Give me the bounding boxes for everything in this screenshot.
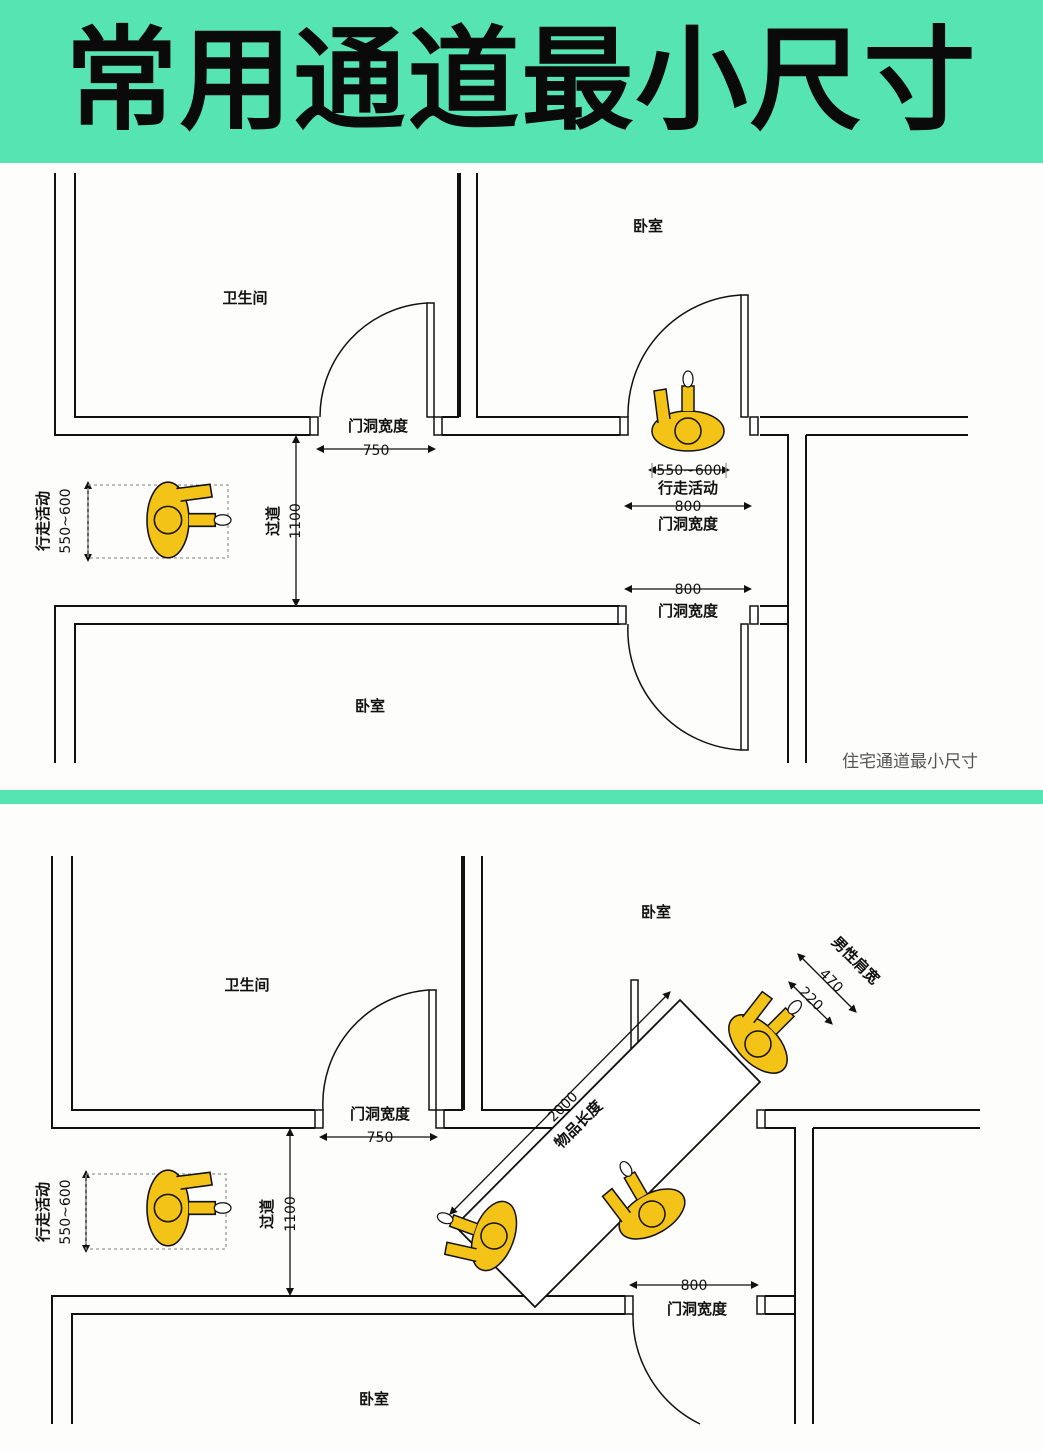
door-width-value-3: 800 <box>675 582 702 598</box>
door-width-value-2: 800 <box>675 499 702 515</box>
floor-plan-1: 卫生间 卧室 卧室 门洞宽度 750 过道 1100 行走活动 550~600 … <box>34 173 978 772</box>
room-label-bedroom-bottom: 卧室 <box>359 1390 389 1408</box>
walk-value: 550~600 <box>58 488 74 553</box>
person-walking-corridor <box>146 1169 232 1247</box>
corridor-label: 过道 <box>264 506 282 536</box>
room-label-bedroom-top: 卧室 <box>633 217 663 235</box>
room-label-bedroom-bottom: 卧室 <box>355 697 385 715</box>
door-width-value-1: 750 <box>367 1130 394 1146</box>
room-label-bedroom-top: 卧室 <box>641 903 671 921</box>
caption: 住宅通道最小尺寸 <box>842 752 978 772</box>
walk-value: 550~600 <box>58 1179 74 1244</box>
shoulder-value: 470 <box>816 966 846 996</box>
door-width-value-2: 800 <box>681 1278 708 1294</box>
dimensions <box>82 953 857 1296</box>
corridor-label: 过道 <box>258 1199 276 1229</box>
door-width-label-2: 门洞宽度 <box>658 515 719 533</box>
corridor-value: 1100 <box>288 503 304 539</box>
title-banner: 常用通道最小尺寸 <box>0 0 1043 163</box>
room-label-bathroom: 卫生间 <box>224 976 269 994</box>
door-width-label-1: 门洞宽度 <box>348 417 409 435</box>
door-bedroom-bottom <box>624 1295 766 1425</box>
section-divider <box>0 790 1043 804</box>
door-bathroom <box>309 302 443 436</box>
door-width-label-3: 门洞宽度 <box>658 602 719 620</box>
room-label-bathroom: 卫生间 <box>222 289 267 307</box>
page-title: 常用通道最小尺寸 <box>65 16 978 146</box>
walk-label: 行走活动 <box>34 1182 52 1243</box>
person-walking-corridor <box>146 481 232 559</box>
walk-label: 行走活动 <box>34 491 52 552</box>
door-width-label-1: 门洞宽度 <box>350 1105 411 1123</box>
walk-label-2: 行走活动 <box>657 479 718 497</box>
walls <box>54 173 968 763</box>
person-at-door <box>651 370 725 452</box>
depth-value: 220 <box>796 984 826 1014</box>
door-width-label-2: 门洞宽度 <box>667 1300 728 1318</box>
door-bedroom-top <box>619 294 759 436</box>
door-width-value-1: 750 <box>363 443 390 459</box>
walk-value-2: 550~600 <box>656 463 721 479</box>
corridor-value: 1100 <box>283 1196 299 1232</box>
floor-plan-2: 卫生间 卧室 卧室 门洞宽度 750 过道 1100 行走活动 550~600 … <box>34 856 980 1425</box>
door-bedroom-bottom <box>617 605 759 751</box>
door-bathroom <box>314 989 445 1129</box>
